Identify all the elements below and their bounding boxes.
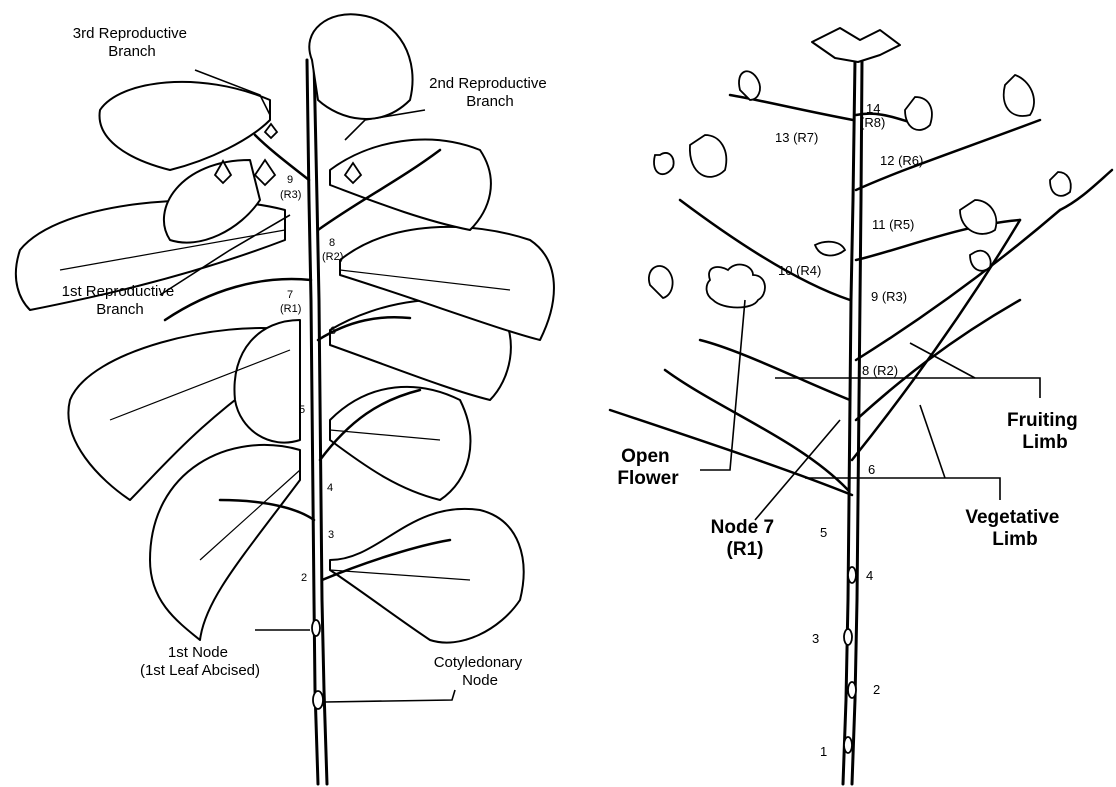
right-node-1: 1 <box>820 744 827 759</box>
right-node-4: 4 <box>866 568 873 583</box>
boll <box>1050 172 1071 196</box>
label-cotyledonary-node: Cotyledonary Node <box>434 654 527 689</box>
right-node-13: 13 (R7) <box>775 130 818 145</box>
label-third-branch: 3rd Reproductive Branch <box>73 25 191 60</box>
right-node-5: 5 <box>820 525 827 540</box>
left-plant: 3rd Reproductive Branch 2nd Reproductive… <box>16 14 554 784</box>
left-node-7: 7 <box>287 289 293 301</box>
right-node-3: 3 <box>812 631 819 646</box>
leaf <box>812 28 900 62</box>
label-second-branch: 2nd Reproductive Branch <box>429 75 551 110</box>
label-vegetative-limb: Vegetative Limb <box>965 507 1064 550</box>
leaf <box>100 82 270 170</box>
left-node-7-tag: (R1) <box>280 303 301 315</box>
left-node-9: 9 <box>287 174 293 186</box>
bud <box>255 160 275 185</box>
right-node-14: 14 <box>866 101 880 116</box>
boll <box>970 251 991 271</box>
boll <box>649 266 673 298</box>
leaf <box>309 14 412 119</box>
bud <box>265 124 277 138</box>
label-open-flower: Open Flower <box>617 446 679 489</box>
leader-open-flower <box>700 300 745 470</box>
right-node-14-tag: (R8) <box>860 115 885 130</box>
boll <box>654 153 674 174</box>
left-node-5: 5 <box>299 404 305 416</box>
leaf <box>150 445 300 640</box>
label-node7: Node 7 (R1) <box>711 517 780 560</box>
left-node-8-tag: (R2) <box>322 251 343 263</box>
fruiting-limb-8 <box>700 340 850 400</box>
left-node-2: 2 <box>301 572 307 584</box>
boll <box>690 135 726 177</box>
open-flower-shape <box>707 265 765 308</box>
left-node-8: 8 <box>329 237 335 249</box>
left-node-9-tag: (R3) <box>280 189 301 201</box>
right-main-stem <box>843 60 855 784</box>
left-node-6: 6 <box>330 325 336 337</box>
right-node-8: 8 (R2) <box>862 363 898 378</box>
right-node-2: 2 <box>873 682 880 697</box>
right-plant: Open Flower Node 7 (R1) Fruiting Limb Ve… <box>610 28 1112 784</box>
leader-cotyledonary <box>325 690 455 702</box>
left-node-3: 3 <box>328 529 334 541</box>
left-node-4: 4 <box>327 482 333 494</box>
label-first-node: 1st Node (1st Leaf Abcised) <box>140 644 260 679</box>
boll <box>1004 75 1034 116</box>
right-node-9: 9 (R3) <box>871 289 907 304</box>
right-node-10: 10 (R4) <box>778 263 821 278</box>
vegetative-limb-right <box>852 220 1020 460</box>
cotyledonary-node-mark <box>313 691 323 709</box>
right-node-11: 11 (R5) <box>872 217 914 232</box>
boll <box>815 242 845 256</box>
label-fruiting-limb: Fruiting Limb <box>1007 410 1083 453</box>
right-node-12: 12 (R6) <box>880 153 923 168</box>
leaf <box>330 509 524 643</box>
boll <box>905 97 932 130</box>
first-node-mark <box>312 620 320 636</box>
right-node-6: 6 <box>868 462 875 477</box>
leaf <box>330 140 491 230</box>
leaf <box>330 387 470 500</box>
boll <box>739 71 760 100</box>
